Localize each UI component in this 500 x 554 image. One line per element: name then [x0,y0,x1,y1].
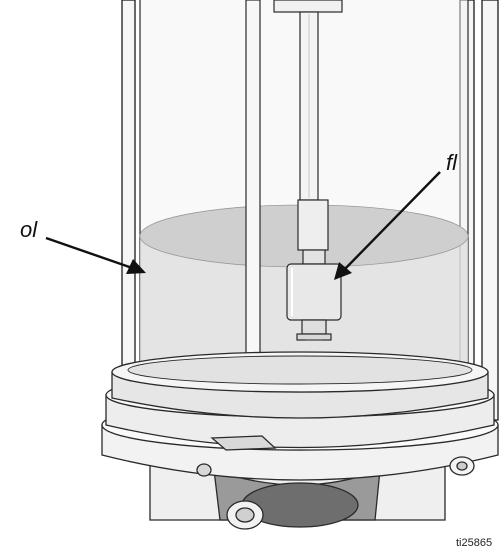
callout-leader-fl [341,171,441,273]
arrowhead-fl [334,262,352,280]
callout-leader-ol [45,236,139,272]
callout-label-fl: fl [446,150,458,175]
callout-float: fl [334,150,458,280]
callout-label-ol: ol [20,217,38,242]
figure-id: ti25865 [456,537,492,549]
arrowhead-ol [126,259,146,274]
float-assembly [286,199,342,341]
callout-oil-level: ol [20,217,146,274]
reservoir-base [101,351,499,530]
